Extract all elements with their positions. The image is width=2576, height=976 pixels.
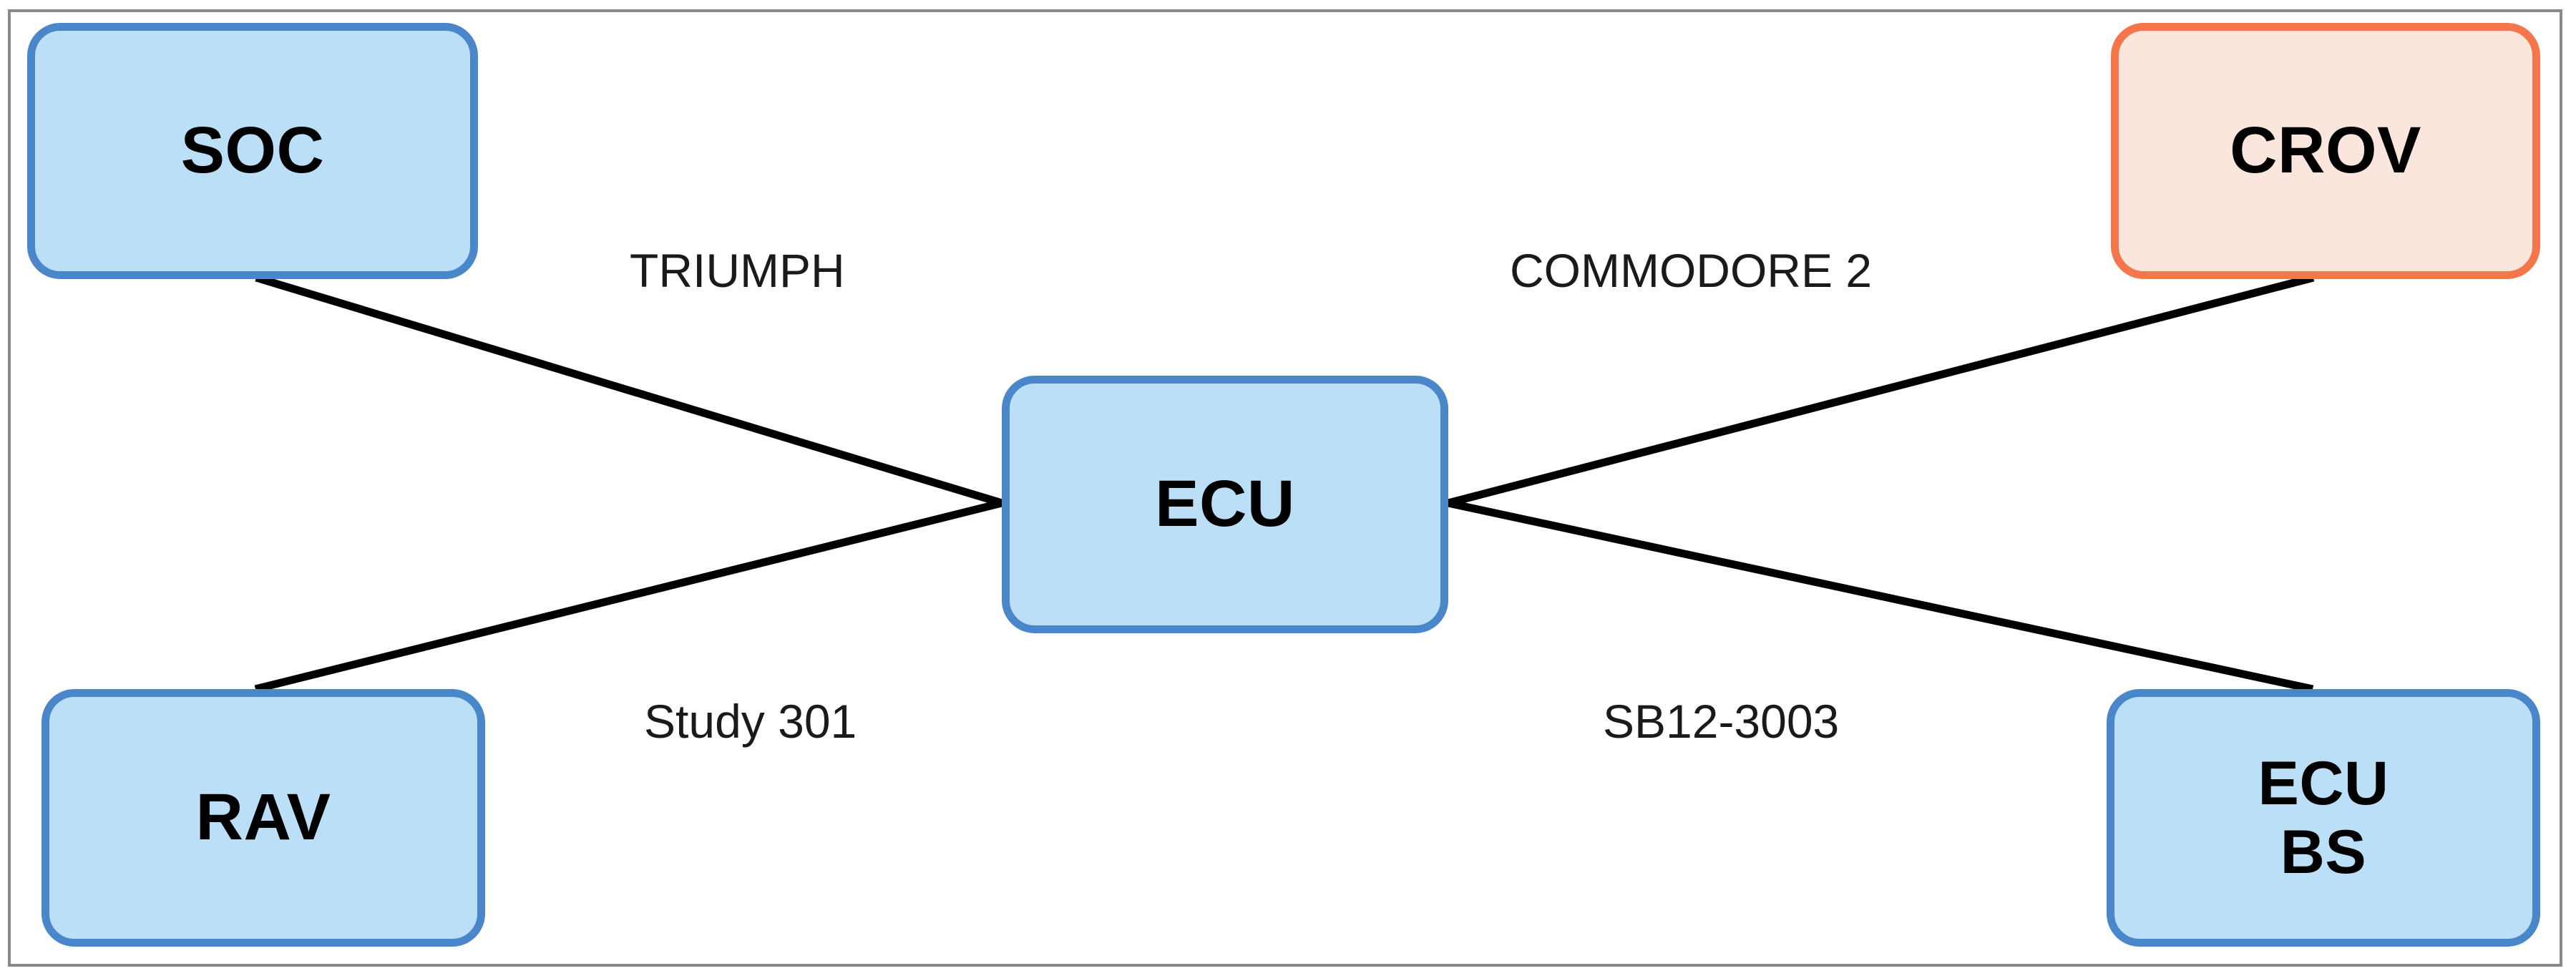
node-crov-label: CROV [2230, 114, 2421, 187]
node-ecu-bs-label: ECU BS [2258, 748, 2389, 887]
edge-ecu-crov [1447, 273, 2315, 507]
edge-label-commodore-2: COMMODORE 2 [1510, 244, 1873, 297]
node-ecu[interactable]: ECU [1002, 376, 1448, 633]
node-rav[interactable]: RAV [42, 689, 485, 947]
edge-label-study-301: Study 301 [644, 695, 857, 748]
edge-label-triumph: TRIUMPH [630, 244, 845, 297]
node-soc-label: SOC [180, 114, 325, 187]
node-crov[interactable]: CROV [2111, 23, 2540, 279]
edge-ecu-ecubs [1447, 499, 2314, 693]
node-ecu-bs[interactable]: ECU BS [2107, 689, 2540, 947]
node-ecu-label: ECU [1155, 467, 1295, 541]
edge-label-sb12-3003: SB12-3003 [1603, 695, 1840, 748]
edge-rav-ecu [254, 499, 1003, 693]
node-rav-label: RAV [195, 781, 331, 854]
node-soc[interactable]: SOC [27, 23, 478, 279]
edge-soc-ecu [255, 273, 1003, 507]
